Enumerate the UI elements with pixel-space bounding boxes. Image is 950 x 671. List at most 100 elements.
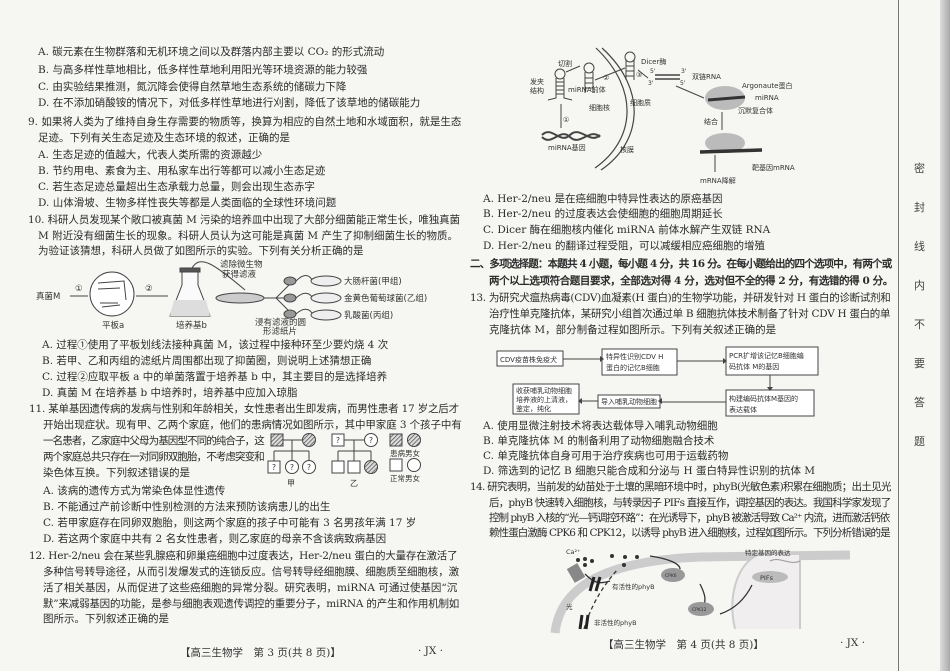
family-a-child-3	[302, 460, 316, 474]
dish	[215, 292, 265, 304]
seal-line-char: 答	[914, 396, 925, 409]
answer-option: C. 若甲家庭存在同卵双胞胎，则这两个家庭的孩子中可能有 3 名男孩年满 17 …	[43, 517, 417, 529]
question-text-line: 10. 科研人员发现某个敞口被真菌 M 污染的培养皿中出现了大部分细菌能正常生长…	[28, 214, 460, 226]
question-text-line: 两个以上选项符合题目要求，全部选对得 4 分，选对但不全的得 2 分，有选错的得…	[489, 275, 893, 287]
question-text-line: 后，phyB 快速转入细胞核，与转录因子 PIFs 直接互作，调控基因的表达。我…	[489, 497, 891, 509]
cpk-complex-1	[661, 568, 685, 582]
hairpin-label: 发夹	[530, 77, 544, 86]
unknown-mark: ?	[307, 463, 311, 472]
family-b-child-3	[364, 460, 378, 474]
cut-label: 切割	[558, 59, 572, 68]
family-a-mother	[302, 433, 316, 447]
question-text-line: 开始出现症状。现有甲、乙两个家庭，他们的患病情况如图所示，其中甲家庭 3 个孩子…	[43, 419, 462, 431]
question-text-line: 控制 phyB 入核的“光—钙调控环路”：在光诱导下，phyB 被激活导致 Ca…	[489, 512, 890, 524]
step-2-label: ②	[145, 284, 153, 294]
group-a-label: 大肠杆菌(甲组)	[344, 276, 402, 287]
gene-expression-label: 特定基因的表达	[745, 548, 791, 557]
nucleus	[731, 553, 801, 630]
dicer-label: Dicer酶	[641, 57, 666, 66]
legend-normal-male	[389, 458, 403, 472]
paper-label-2: 形滤纸片	[263, 326, 297, 337]
inactive-phyb	[578, 614, 590, 630]
degrade-label: mRNA降解	[700, 176, 736, 185]
gene-label: miRNA基因	[548, 143, 586, 152]
structure-label: 结构	[530, 86, 544, 95]
cpk12-label: CPK12	[692, 607, 707, 613]
question-text-line: 14. 研究表明，当前发的幼苗处于土壤的黑暗环境中时，phyB(光敏色素)积累在…	[470, 481, 891, 493]
unknown-mark: ?	[272, 463, 276, 472]
plate-label: 平板a	[102, 320, 124, 331]
question-text-line: 染色体互换。下列叙述错误的是	[43, 467, 190, 479]
answer-option: B. 节约用电、素食为主、用私家车出行等都可以减小生态足迹	[38, 165, 326, 177]
dna-helix	[541, 131, 601, 139]
answer-option: C. 过程②应取平板 a 中的单菌落置于培养基 b 中，其主要目的是选择培养	[42, 371, 388, 383]
flow-box-2-text: 蛋白的记忆B细胞	[606, 363, 660, 372]
question-text-line: 一名患者，乙家庭中父母为基因型不同的纯合子，这	[43, 435, 265, 447]
prime-label: 5'	[650, 68, 656, 75]
cytoplasm-label: 细胞质	[630, 98, 651, 107]
answer-option: C. 若生态足迹总量超出生态承载力总量，则会出现生态赤字	[38, 181, 315, 193]
medium-label: 培养基b	[176, 320, 207, 331]
flow-box-3-text: PCR扩增该记忆B细胞编	[729, 351, 804, 360]
flow-box-4-text: 构建编码抗体M基因的	[729, 394, 798, 403]
prime-label: 3'	[681, 68, 687, 75]
flow-box-4-text: 表达载体	[729, 405, 757, 414]
flow-box-5-text: 导入哺乳动物细胞	[601, 397, 657, 406]
question-text-line: 赖性蛋白激酶 CPK6 和 CPK12，以诱导 phyB 进入细胞核，过程如图所…	[489, 527, 891, 539]
family-b-child-2	[347, 460, 361, 474]
calcium-channel	[566, 563, 586, 583]
answer-option: B. 单克隆抗体 M 的制备利用了动物细胞融合技术	[483, 435, 715, 447]
light-label: 光	[566, 602, 573, 611]
answer-option: A. Her-2/neu 是在癌细胞中特异性表达的原癌基因	[483, 193, 723, 205]
answer-option: A. 过程①使用了平板划线法接种真菌 M，该过程中接种环至少要灼烧 4 次	[42, 339, 389, 351]
question-text-line: 默”来减弱基因的功能，是参与细胞表观遗传调控的重要分子，miRNA 的产生和作用…	[43, 598, 460, 610]
answer-option: A. 该病的遗传方式为常染色体显性遗传	[43, 485, 226, 497]
pifs-protein	[752, 571, 788, 583]
answer-option: D. 真菌 M 在培养基 b 中培养时，培养基中应加入琼脂	[42, 387, 298, 399]
question-text-line: 为验证该猜想，科研人员做了如图所示的实验。下列有关分析正确的是	[38, 245, 364, 257]
seal-line-char: 不	[914, 318, 925, 331]
question-text-line: 11. 某单基因遗传病的发病与性别和年龄相关，女性患者出生即发病，而男性患者 1…	[29, 403, 459, 415]
nuclear-membrane-outer	[594, 47, 628, 169]
footer-page-right: 【高三生物学 第 4 页(共 8 页)】	[603, 639, 764, 651]
flow-box-1	[496, 350, 564, 367]
legend-normal-label: 正常男女	[390, 473, 420, 483]
paper-label-1: 浸有滤液的圆	[255, 317, 306, 328]
family-b-child-1	[331, 460, 345, 474]
answer-option: B. 若甲、乙和丙组的滤纸片周围都出现了抑菌圈，则说明上述猜想正确	[42, 355, 372, 367]
legend-affected-male	[389, 433, 403, 447]
filter-label-2: 获得滤液	[222, 269, 257, 280]
prime-label: 5'	[680, 80, 686, 87]
nuclear-membrane-inner	[600, 47, 635, 171]
unknown-mark: ?	[336, 436, 340, 445]
seal-line-char: 题	[914, 435, 925, 448]
seal-line-char: 要	[914, 357, 925, 370]
binding-line	[898, 0, 899, 671]
calcium-label: Ca²⁺	[566, 548, 581, 556]
answer-option: A. 使用显微注射技术将表达载体导入哺乳动物细胞	[483, 420, 718, 432]
answer-option: D. 在不添加硝酸铵的情况下，对低多样性草地进行刈割，降低了该草地的储碳能力	[38, 97, 421, 109]
answer-option: C. Dicer 酶在细胞核内催化 miRNA 前体水解产生双链 RNA	[483, 224, 771, 236]
flow-box-6-text: 培养液的上清液，	[516, 395, 572, 404]
question-text-line: 多种信号转导途径，从而引发爆发式的连锁反应。信号转导经细胞膜、细胞质至细胞核，激	[43, 566, 459, 578]
flow-box-3-text: 码抗体 M的基因	[729, 362, 779, 371]
answer-option: A. 生态足迹的值越大，代表人类所需的资源越少	[38, 149, 263, 161]
answer-option: C. 单克隆抗体自身可用于治疗疾病也可用于运载药物	[483, 450, 729, 462]
family-b-father	[331, 433, 345, 447]
fungus-label: 真菌M	[36, 291, 60, 302]
flow-box-4	[725, 389, 815, 417]
step-1-label: ①	[563, 116, 569, 124]
inactive-phyb-label: 非活性的phyB	[594, 618, 637, 627]
seal-line-char: 密	[914, 162, 925, 175]
filter-label-1: 滤除微生物	[220, 259, 263, 270]
family-a-father	[270, 433, 284, 447]
step-2-label: ②	[603, 74, 609, 82]
hairpin-structure	[547, 78, 573, 101]
group-b-label: 金黄色葡萄球菌(乙组)	[344, 293, 427, 304]
flow-box-2-text: 特异性识别CDV H	[606, 352, 663, 361]
legend-normal-female	[407, 458, 421, 472]
step-3-label: ③	[636, 71, 642, 79]
active-phyb	[588, 576, 602, 592]
question-text-line: 9. 如果将人类为了维持自身生存需要的物质等，换算为相应的自然土地和水域面积，就…	[28, 116, 462, 128]
silencing-complex	[705, 86, 745, 110]
